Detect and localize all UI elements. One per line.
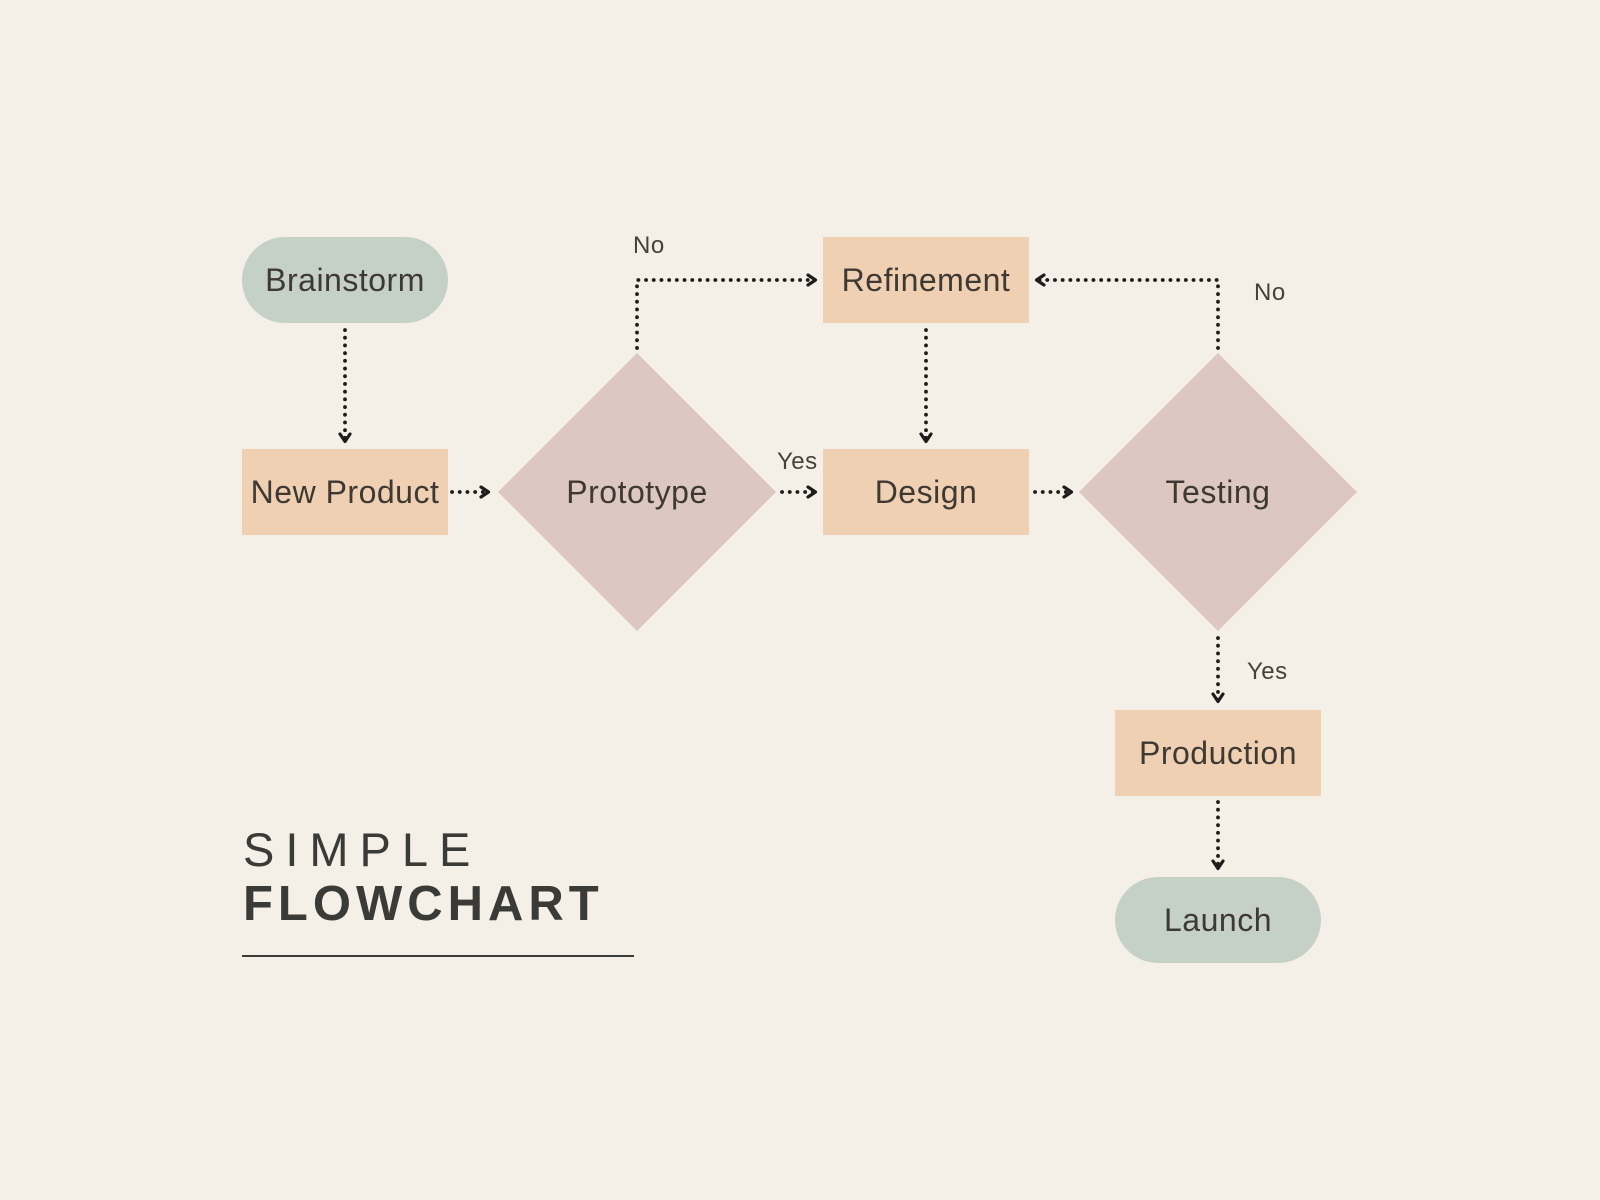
- node-testing: Testing: [1079, 353, 1357, 631]
- title-underline: [242, 955, 634, 957]
- title-line-simple: SIMPLE: [243, 823, 482, 876]
- node-refinement: Refinement: [823, 237, 1029, 323]
- node-design-label: Design: [874, 473, 978, 510]
- edge-testing-to-refinement: [1034, 273, 1220, 350]
- node-production: Production: [1115, 710, 1321, 796]
- node-brainstorm: Brainstorm: [242, 237, 448, 323]
- edge-label-prototype-no: No: [633, 232, 665, 259]
- node-launch: Launch: [1115, 877, 1321, 963]
- node-new-product-label: New Product: [250, 473, 440, 510]
- edge-label-testing-no: No: [1254, 279, 1286, 306]
- edge-prototype-to-refinement: [635, 273, 818, 350]
- edge-label-prototype-yes: Yes: [777, 448, 818, 475]
- node-production-label: Production: [1139, 734, 1297, 771]
- node-testing-label: Testing: [1165, 473, 1271, 510]
- node-prototype: Prototype: [498, 353, 776, 631]
- title-line-flowchart: FLOWCHART: [243, 877, 604, 931]
- node-launch-label: Launch: [1164, 901, 1272, 938]
- node-design: Design: [823, 449, 1029, 535]
- edge-label-testing-yes: Yes: [1247, 658, 1288, 685]
- node-refinement-label: Refinement: [841, 261, 1011, 298]
- node-prototype-label: Prototype: [566, 473, 708, 510]
- node-brainstorm-label: Brainstorm: [265, 261, 425, 298]
- node-new-product: New Product: [242, 449, 448, 535]
